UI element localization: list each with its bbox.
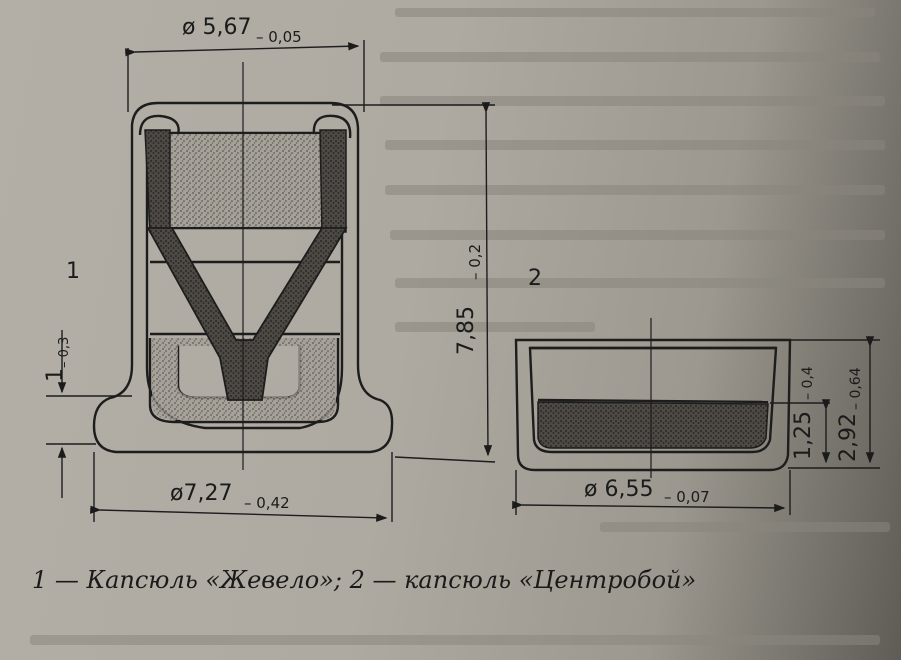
dim-cap-inner-nominal: 1,25	[791, 411, 816, 460]
dim-cap-heights	[770, 336, 880, 469]
dim-height	[332, 102, 496, 463]
dim-top-diameter	[125, 40, 365, 112]
primer-2-cap	[514, 338, 792, 472]
dim-cap-height-nominal: 2,92	[836, 413, 861, 462]
right-wall	[319, 129, 347, 233]
dim-bottom-diameter	[90, 452, 393, 522]
figure-caption: 1 — Капсюль «Жевело»; 2 — капсюль «Центр…	[32, 566, 697, 594]
dim-top-tolerance: – 0,05	[256, 28, 302, 46]
dim-cap-inner-tolerance: – 0,4	[800, 366, 816, 400]
dim-left-height	[46, 330, 132, 498]
dim-top-nominal: ø 5,67	[182, 15, 251, 40]
dim-left-tolerance: – 0,3	[57, 337, 72, 368]
dim-left-nominal: 1	[43, 368, 68, 382]
dim-bottom-tolerance: – 0,42	[244, 494, 290, 512]
charge-bottom-fill	[152, 338, 336, 420]
dim-height-tolerance: – 0,2	[466, 244, 484, 280]
label-part-2: 2	[528, 266, 542, 291]
dim-bottom-nominal: ø7,27	[170, 481, 232, 506]
v-anvil	[146, 227, 348, 401]
label-part-1: 1	[66, 259, 80, 284]
dim-cap-diameter	[512, 470, 791, 515]
dim-cap-tolerance: – 0,07	[664, 488, 710, 506]
left-wall	[144, 129, 171, 233]
dim-cap-height-tolerance: – 0,64	[848, 367, 864, 410]
cap-charge-fill	[537, 401, 769, 449]
dim-height-nominal: 7,85	[454, 306, 479, 355]
charge-top-fill	[165, 134, 325, 227]
dim-cap-nominal: ø 6,55	[584, 477, 653, 502]
